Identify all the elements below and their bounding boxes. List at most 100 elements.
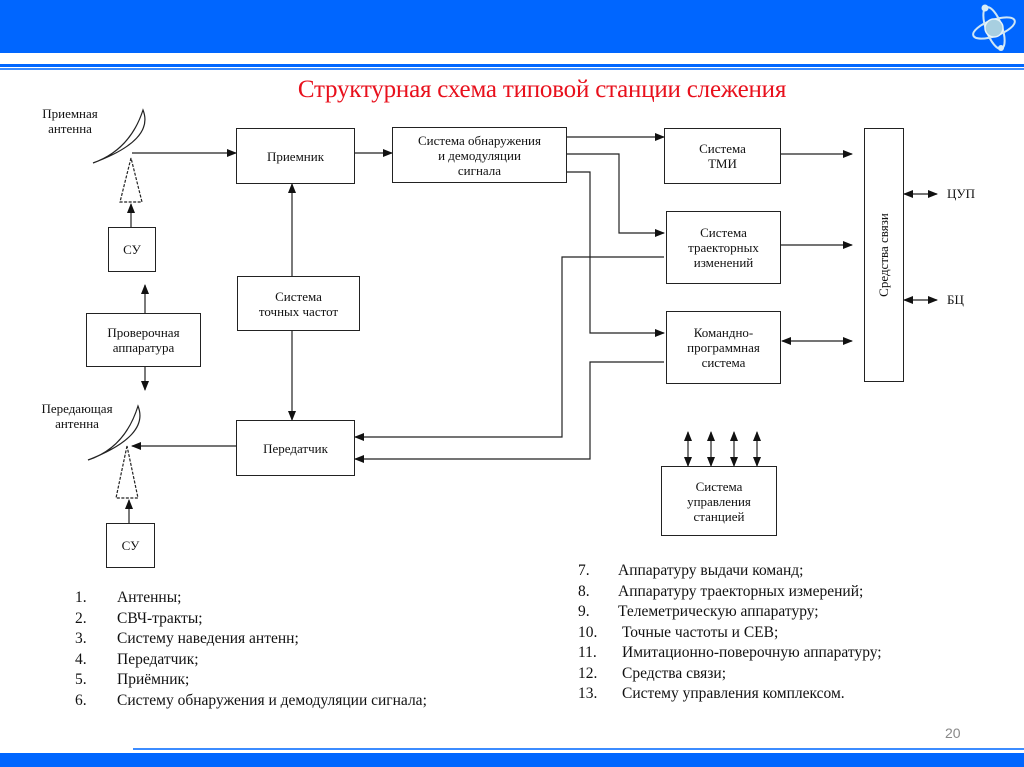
transmitter-box[interactable]: Передатчик	[236, 420, 355, 476]
detection-line2: и демодуляции	[438, 147, 521, 163]
list-item-text: Телеметрическую аппаратуру;	[618, 603, 819, 620]
list-item-number: 13.	[578, 685, 598, 702]
station-control-line3: станцией	[693, 508, 745, 524]
tx-antenna-label: Передающая антенна	[22, 401, 132, 431]
list-item-number: 1.	[75, 589, 87, 606]
station-control-box[interactable]: Система управления станцией	[661, 466, 777, 536]
command-system-line1: Командно-	[693, 325, 754, 340]
command-system-line2: программная	[687, 340, 760, 355]
trajectory-system-line2: траекторных	[688, 240, 759, 255]
detection-box[interactable]: Система обнаружения и демодуляции сигнал…	[392, 127, 567, 183]
command-system-box[interactable]: Командно- программная система	[666, 311, 781, 384]
rx-antenna-label: Приемная антенна	[30, 106, 110, 136]
su-top-label: СУ	[123, 242, 141, 257]
slide-title: Структурная схема типовой станции слежен…	[297, 76, 787, 103]
detection-line3: сигнала	[457, 162, 502, 178]
header-bar	[0, 0, 1024, 53]
list-item: 6. Систему обнаружения и демодуляции сигн…	[75, 691, 427, 712]
list-item-text: Приёмник;	[117, 671, 190, 688]
receiver-label: Приемник	[266, 148, 325, 164]
check-equipment-box[interactable]: Проверочная аппаратура	[86, 313, 201, 367]
trajectory-system-box[interactable]: Система траекторных изменений	[666, 211, 781, 284]
trajectory-to-transmitter	[354, 256, 664, 441]
list-item: 3. Систему наведения антенн;	[75, 629, 427, 650]
bc-label: БЦ	[947, 292, 964, 307]
list-item-text: СВЧ-тракты;	[117, 609, 203, 627]
list-item-number: 5.	[75, 671, 87, 688]
trajectory-system-line1: Система	[700, 225, 747, 240]
footer-bar	[0, 753, 1024, 767]
header-divider-thin	[0, 68, 1024, 70]
list-item-number: 6.	[75, 691, 87, 709]
trajectory-system-line3: изменений	[693, 255, 754, 270]
detection-to-trajectory	[566, 153, 665, 237]
list-item: 12. Средства связи;	[578, 664, 882, 685]
list-item-text: Аппаратуру траекторных измерений;	[618, 582, 864, 600]
rx-antenna-label-line2: антенна	[48, 121, 92, 136]
check-equipment-line1: Проверочная	[107, 325, 180, 340]
cup-label: ЦУП	[947, 186, 975, 201]
list-item: 2. СВЧ-тракты;	[75, 609, 427, 630]
command-system-line3: система	[701, 355, 746, 370]
comm-means-label: Средства связи	[876, 213, 891, 297]
tmi-system-line1: Система	[699, 141, 746, 156]
list-item-text: Передатчик;	[117, 650, 199, 668]
list-item-text: Средства связи;	[622, 664, 727, 682]
list-item: 4. Передатчик;	[75, 650, 427, 671]
list-item: 7. Аппаратуру выдачи команд;	[578, 561, 882, 582]
station-control-line1: Система	[695, 478, 743, 494]
list-item: 8. Аппаратуру траекторных измерений;	[578, 582, 882, 603]
su-box-bottom[interactable]: СУ	[106, 523, 155, 568]
tx-antenna-label-line2: антенна	[55, 416, 99, 431]
atom-icon	[972, 4, 1016, 51]
component-list-right: 7. Аппаратуру выдачи команд; 8. Аппаратуру…	[578, 561, 882, 705]
check-equipment-line2: аппаратура	[112, 340, 175, 355]
list-item-number: 8.	[578, 582, 590, 600]
header-divider	[0, 64, 1024, 67]
list-item-number: 10.	[578, 623, 598, 641]
list-item-text: Систему обнаружения и демодуляции сигнал…	[117, 691, 427, 709]
detection-to-command	[566, 171, 665, 337]
list-item-text: Точные частоты и СЕВ;	[622, 623, 779, 641]
list-item-number: 2.	[75, 609, 87, 627]
su-box-top[interactable]: СУ	[108, 227, 156, 272]
list-item-text: Имитационно-поверочную аппаратуру;	[622, 644, 882, 661]
tmi-system-box[interactable]: Система ТМИ	[664, 128, 781, 184]
su-bottom-label: СУ	[121, 538, 140, 553]
list-item: 9. Телеметрическую аппаратуру;	[578, 602, 882, 623]
list-item: 11. Имитационно-поверочную аппаратуру;	[578, 643, 882, 664]
rx-antenna-label-line1: Приемная	[42, 106, 98, 121]
freq-system-line1: Система	[275, 288, 322, 304]
tx-antenna-dish	[87, 404, 141, 461]
freq-system-box[interactable]: Система точных частот	[237, 276, 360, 331]
command-to-transmitter	[354, 361, 664, 463]
page-number: 20	[945, 725, 961, 741]
rx-antenna-mast	[119, 157, 143, 203]
tx-antenna-label-line1: Передающая	[41, 401, 113, 416]
receiver-box[interactable]: Приемник	[236, 128, 355, 184]
list-item: 1. Антенны;	[75, 588, 427, 609]
list-item-number: 9.	[578, 603, 590, 620]
list-item-number: 4.	[75, 650, 87, 668]
list-item-number: 7.	[578, 562, 590, 579]
list-item-text: Систему наведения антенн;	[117, 630, 299, 647]
list-item: 5. Приёмник;	[75, 670, 427, 691]
freq-system-line2: точных частот	[258, 303, 339, 319]
station-control-line2: управления	[687, 493, 751, 509]
comm-means-box[interactable]	[864, 128, 904, 382]
list-item-number: 12.	[578, 664, 598, 682]
component-list-left: 1. Антенны; 2. СВЧ-тракты; 3. Систему навед…	[75, 588, 427, 711]
rx-antenna-dish	[92, 108, 146, 164]
list-item-number: 11.	[578, 644, 597, 661]
list-item: 10. Точные частоты и СЕВ;	[578, 623, 882, 644]
list-item: 13. Систему управления комплексом.	[578, 684, 882, 705]
detection-line1: Система обнаружения	[418, 132, 541, 148]
list-item-number: 3.	[75, 630, 87, 647]
list-item-text: Систему управления комплексом.	[622, 685, 845, 702]
list-item-text: Антенны;	[117, 589, 182, 606]
footer-divider	[133, 748, 1024, 750]
tmi-system-line2: ТМИ	[708, 156, 737, 171]
tx-antenna-mast	[115, 445, 139, 499]
list-item-text: Аппаратуру выдачи команд;	[618, 562, 804, 579]
